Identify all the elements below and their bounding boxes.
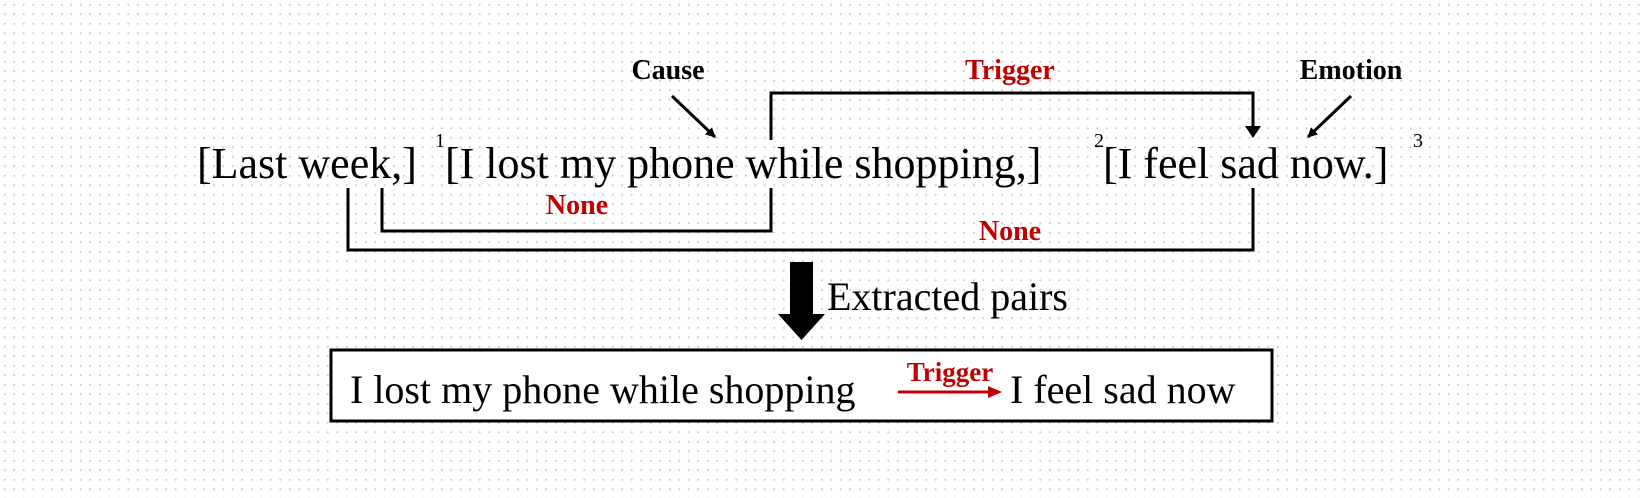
pair-relation-arrowhead: [988, 386, 1002, 398]
extracted-pairs-label: Extracted pairs: [827, 274, 1068, 319]
pair-emotion-text: I feel sad now: [1010, 367, 1236, 412]
cause-pointer-arrow: [670, 94, 717, 139]
none-bracket-outer: [346, 188, 1255, 252]
clause-3: [I feel sad now.]: [1103, 139, 1388, 188]
pair-trigger-label: Trigger: [907, 357, 993, 387]
trigger-label-top: Trigger: [965, 55, 1055, 86]
clause-1: [Last week,]: [197, 139, 417, 188]
clause-2: [I lost my phone while shopping,]: [445, 139, 1041, 188]
clause-3-index: 3: [1413, 130, 1423, 152]
cause-label: Cause: [631, 55, 704, 86]
extraction-down-arrow: [778, 262, 825, 340]
trigger-bracket-arrowhead: [1245, 126, 1261, 138]
none-label-inner: None: [546, 190, 608, 221]
emotion-label: Emotion: [1300, 55, 1403, 86]
none-bracket-inner: [380, 188, 773, 233]
none-label-outer: None: [979, 216, 1041, 247]
extracted-pair-box: [329, 348, 1274, 423]
clause-2-index: 2: [1094, 130, 1104, 152]
emotion-pointer-arrow: [1306, 94, 1353, 139]
clause-1-index: 1: [435, 130, 445, 152]
pair-cause-text: I lost my phone while shopping: [350, 367, 856, 412]
trigger-bracket-line: [769, 91, 1255, 140]
